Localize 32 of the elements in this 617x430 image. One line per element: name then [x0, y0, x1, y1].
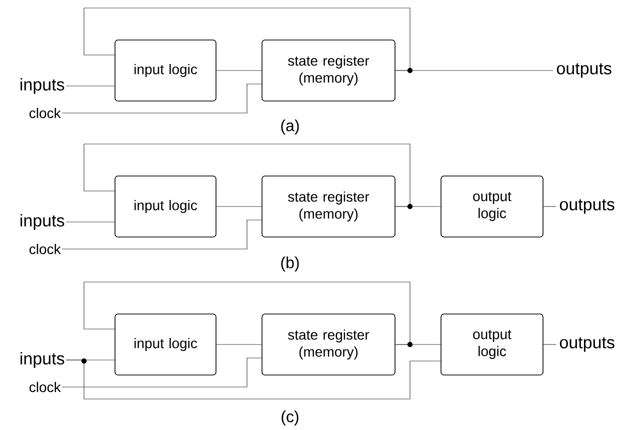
process-box: input logic — [114, 314, 216, 376]
panel-label: (a) — [281, 120, 299, 134]
process-box: output logic — [440, 176, 544, 238]
signal-label: inputs — [20, 78, 64, 94]
wire — [62, 358, 262, 388]
wire — [62, 84, 262, 114]
wire — [84, 144, 410, 207]
process-box: state register (memory) — [262, 176, 396, 238]
panel-label: (c) — [282, 410, 298, 426]
signal-label: clock — [30, 108, 61, 118]
process-box: input logic — [114, 176, 216, 238]
signal-label: outputs — [556, 63, 612, 78]
wire — [543, 344, 556, 345]
process-box: state register (memory) — [262, 314, 396, 376]
wire — [216, 206, 262, 207]
signal-label: clock — [30, 382, 61, 392]
wire — [216, 70, 262, 71]
signal-label: inputs — [20, 214, 64, 230]
wire — [543, 206, 556, 207]
process-box: output logic — [440, 314, 544, 376]
wire — [84, 282, 410, 345]
signal-label: outputs — [560, 199, 614, 214]
process-box: state register (memory) — [262, 40, 396, 102]
panel-label: (b) — [281, 256, 299, 272]
wire — [216, 344, 262, 345]
signal-label: inputs — [20, 352, 64, 368]
process-box: input logic — [114, 40, 216, 102]
wire — [66, 360, 441, 400]
wire — [62, 220, 262, 250]
wire — [84, 8, 410, 71]
signal-label: outputs — [560, 337, 614, 352]
signal-label: clock — [30, 244, 61, 254]
